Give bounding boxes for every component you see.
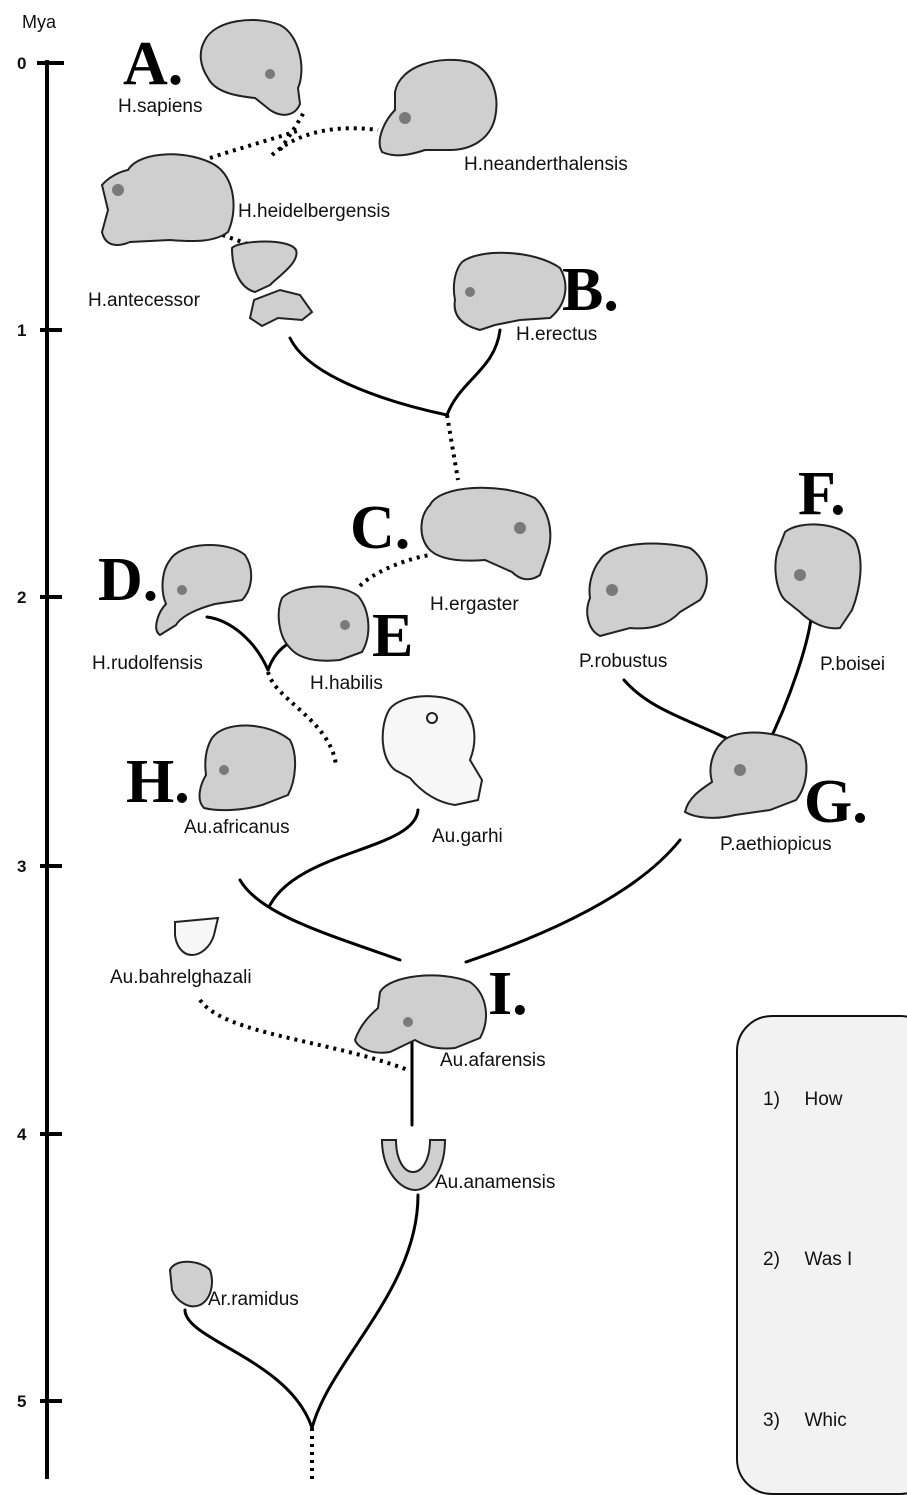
question-2: 2) Was I (763, 1249, 852, 1271)
species-label-p-boisei: P.boisei (820, 654, 885, 675)
species-label-h-rudolfensis: H.rudolfensis (92, 653, 203, 674)
question-text: How (804, 1089, 842, 1110)
question-1: 1) How (763, 1089, 842, 1111)
axis-tick-label: 4 (17, 1125, 27, 1144)
letter-marker-c: C. (350, 494, 410, 562)
species-label-h-habilis: H.habilis (310, 673, 383, 694)
letter-marker-i: I. (488, 960, 528, 1028)
skull-h-heidelbergensis (102, 154, 234, 245)
question-3: 3) Whic (763, 1410, 847, 1432)
axis-tick-label: 3 (17, 857, 26, 876)
species-label-au-anamensis: Au.anamensis (435, 1172, 555, 1193)
branch-rudolfensis (207, 617, 268, 670)
branch-robustus (624, 680, 730, 740)
species-label-p-robustus: P.robustus (579, 651, 667, 672)
skull-au-afarensis (355, 975, 486, 1052)
letter-marker-g: G. (804, 768, 868, 836)
skull-p-aethiopicus (685, 733, 806, 818)
skull-h-neanderthalensis (380, 60, 497, 155)
letter-marker-d: D. (98, 546, 158, 614)
skull-h-erectus (454, 253, 566, 330)
questions-box: 1) How 2) Was I 3) Whic (736, 1015, 907, 1495)
species-label-au-afarensis: Au.afarensis (440, 1050, 546, 1071)
letter-marker-b: B. (562, 256, 619, 324)
axis-tick-label: 2 (17, 588, 26, 607)
branch-sapiens (280, 110, 305, 150)
skull-au-africanus (200, 725, 296, 810)
axis-tick-label: 5 (17, 1392, 26, 1411)
skull-h-antecessor (232, 242, 312, 327)
axis-unit-label: Mya (22, 12, 57, 32)
species-label-ar-ramidus: Ar.ramidus (208, 1289, 299, 1310)
axis-tick-label: 1 (17, 321, 26, 340)
branch-africanus (240, 880, 400, 960)
branch-antecessor (290, 338, 447, 415)
species-label-au-bahrelghazali: Au.bahrelghazali (110, 967, 252, 988)
skull-h-ergaster (421, 488, 550, 580)
question-number: 3) (763, 1410, 780, 1431)
question-number: 1) (763, 1089, 780, 1110)
branch-anamensis (312, 1195, 418, 1428)
time-axis: Mya 0 1 2 3 4 5 (17, 12, 64, 1479)
letter-marker-e: E (372, 602, 413, 670)
branch-ramidus (185, 1310, 312, 1428)
species-label-au-garhi: Au.garhi (432, 826, 503, 847)
letter-marker-a: A. (123, 30, 183, 98)
skull-h-rudolfensis (156, 545, 251, 635)
species-label-h-neanderthalensis: H.neanderthalensis (464, 154, 628, 175)
species-label-h-erectus: H.erectus (516, 324, 597, 345)
species-label-h-sapiens: H.sapiens (118, 96, 203, 117)
branch-garhi (270, 810, 418, 905)
skull-au-garhi (383, 696, 482, 805)
skull-p-boisei (775, 524, 860, 628)
branch-boisei (765, 610, 812, 750)
question-number: 2) (763, 1249, 780, 1270)
species-label-h-ergaster: H.ergaster (430, 594, 519, 615)
question-text: Whic (804, 1410, 846, 1431)
skull-h-sapiens (201, 20, 302, 115)
letter-marker-h: H. (126, 748, 190, 816)
axis-tick-label: 0 (17, 54, 26, 73)
species-label-au-africanus: Au.africanus (184, 817, 290, 838)
branch-ergaster-stem (447, 415, 458, 480)
branch-erectus (447, 330, 500, 415)
question-text: Was I (804, 1249, 852, 1270)
species-label-h-antecessor: H.antecessor (88, 290, 201, 311)
letter-marker-f: F. (798, 460, 846, 528)
species-label-h-heidelbergensis: H.heidelbergensis (238, 201, 390, 222)
skull-au-bahrelghazali (175, 918, 218, 955)
skull-ar-ramidus (170, 1262, 212, 1307)
branch-aethiopicus (466, 840, 680, 962)
skull-p-robustus (587, 544, 707, 636)
skull-h-habilis (279, 586, 369, 660)
species-label-p-aethiopicus: P.aethiopicus (720, 834, 832, 855)
